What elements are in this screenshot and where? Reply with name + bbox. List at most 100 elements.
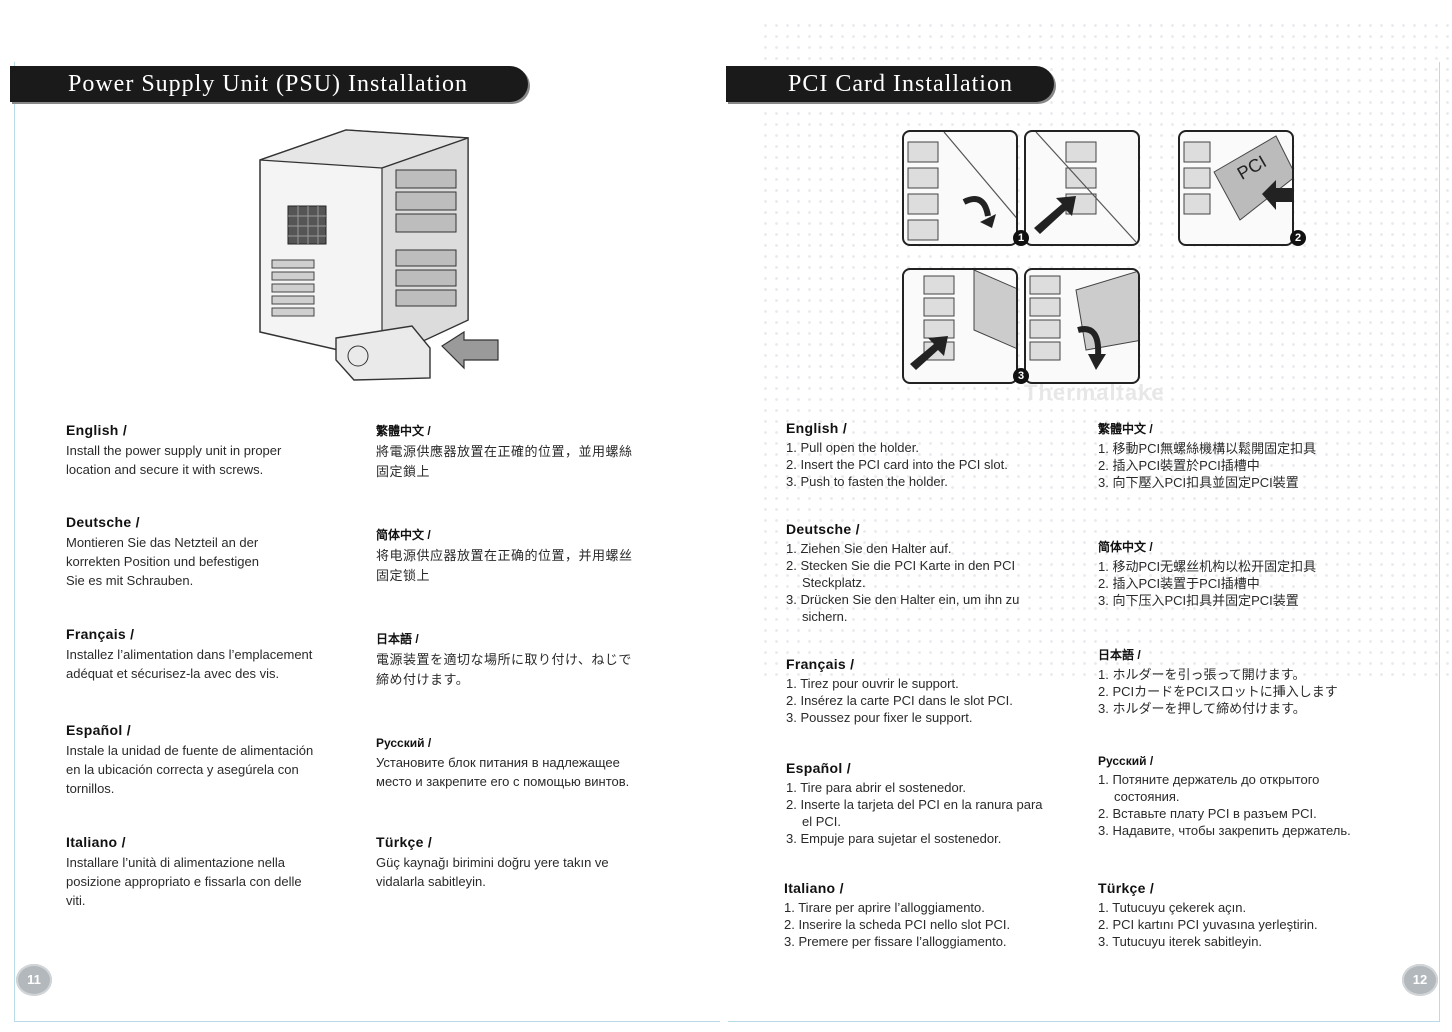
language-label: Deutsche / bbox=[786, 521, 860, 537]
step-line: 2. PCIカードをPCIスロットに挿入します bbox=[1098, 684, 1338, 699]
instruction-line: Sie es mit Schrauben. bbox=[66, 573, 194, 588]
instruction-line: Installare l’unità di alimentazione nell… bbox=[66, 855, 285, 870]
step-line: 3. 向下壓入PCI扣具並固定PCI裝置 bbox=[1098, 475, 1299, 490]
pci-deutsche-block: Deutsche / 1. Ziehen Sie den Halter auf.… bbox=[786, 521, 1056, 625]
instruction-line: location and secure it with screws. bbox=[66, 462, 264, 477]
language-label: 日本語 / bbox=[376, 632, 419, 646]
language-label: Español / bbox=[66, 722, 131, 738]
instruction-line: viti. bbox=[66, 893, 86, 908]
psu-japanese-block: 日本語 / 電源装置を適切な場所に取り付け、ねじで 締め付けます。 bbox=[376, 630, 676, 690]
instruction-line: en la ubicación correcta y asegúrela con bbox=[66, 762, 299, 777]
step-line: 2. Вставьте плату PCI в разъем PCI. bbox=[1098, 806, 1317, 821]
right-page-frame bbox=[728, 62, 1440, 1022]
psu-section-title: Power Supply Unit (PSU) Installation bbox=[10, 66, 528, 102]
instruction-line: Montieren Sie das Netzteil an der bbox=[66, 535, 259, 550]
thermaltake-watermark: Thermaltake bbox=[1024, 380, 1165, 405]
push-holder-illustration bbox=[910, 270, 1016, 370]
step-line: 2. 插入PCI裝置於PCI插槽中 bbox=[1098, 458, 1260, 473]
instruction-line: Instale la unidad de fuente de alimentac… bbox=[66, 743, 314, 758]
insert-card-illustration: PCI bbox=[1183, 135, 1292, 221]
psu-espanol-block: Español / Instale la unidad de fuente de… bbox=[66, 722, 366, 798]
instruction-line: Installez l’alimentation dans l’emplacem… bbox=[66, 647, 313, 662]
language-label: Türkçe / bbox=[1098, 880, 1155, 896]
pull-holder-illustration bbox=[907, 132, 1016, 241]
language-label: 日本語 / bbox=[1098, 648, 1141, 662]
language-label: Русский / bbox=[376, 736, 432, 750]
language-label: English / bbox=[66, 422, 128, 438]
pci-espanol-block: Español / 1. Tire para abrir el sostened… bbox=[786, 760, 1056, 847]
step-line: 2. Insert the PCI card into the PCI slot… bbox=[786, 457, 1008, 472]
language-label: Français / bbox=[786, 656, 855, 672]
psu-francais-block: Français / Installez l’alimentation dans… bbox=[66, 626, 366, 683]
fasten-holder-illustration bbox=[1029, 270, 1138, 370]
language-label: 简体中文 / bbox=[376, 528, 431, 542]
psu-installation-illustration bbox=[259, 129, 499, 381]
step-line: 1. Tutucuyu çekerek açın. bbox=[1098, 900, 1247, 915]
instruction-line: Güç kaynağı birimini doğru yere takın ve bbox=[376, 855, 609, 870]
step-badge-1: 1 bbox=[1013, 230, 1029, 246]
psu-italiano-block: Italiano / Installare l’unità di aliment… bbox=[66, 834, 366, 910]
step-line: 3. Надавите, чтобы закрепить держатель. bbox=[1098, 823, 1351, 838]
pci-russian-block: Русский / 1. Потяните держатель до откры… bbox=[1098, 754, 1388, 839]
step-line: 3. Empuje para sujetar el sostenedor. bbox=[786, 831, 1002, 846]
instruction-line: korrekten Position und befestigen bbox=[66, 554, 259, 569]
instruction-line: 固定鎖上 bbox=[376, 464, 431, 479]
step-line: 1. Tire para abrir el sostenedor. bbox=[786, 780, 966, 795]
instruction-line: место и закрепите его с помощью винтов. bbox=[376, 774, 630, 789]
step-line: 1. ホルダーを引っ張って開けます。 bbox=[1098, 667, 1306, 682]
step-line: 2. Insérez la carte PCI dans le slot PCI… bbox=[786, 693, 1013, 708]
language-label: Italiano / bbox=[784, 880, 844, 896]
open-holder-illustration bbox=[1034, 132, 1137, 243]
pci-step-1b-panel bbox=[1024, 130, 1140, 246]
instruction-line: tornillos. bbox=[66, 781, 115, 796]
language-label: Türkçe / bbox=[376, 834, 433, 850]
instruction-line: 締め付けます。 bbox=[376, 672, 470, 687]
instruction-line: posizione appropriato e fissarla con del… bbox=[66, 874, 302, 889]
language-label: 简体中文 / bbox=[1098, 540, 1153, 554]
language-label: Español / bbox=[786, 760, 851, 776]
page-number-left: 11 bbox=[16, 964, 52, 996]
pci-francais-block: Français / 1. Tirez pour ouvrir le suppo… bbox=[786, 656, 1076, 726]
pci-italiano-block: Italiano / 1. Tirare per aprire l’allogg… bbox=[784, 880, 1074, 950]
instruction-line: 固定锁上 bbox=[376, 568, 431, 583]
pci-turkish-block: Türkçe / 1. Tutucuyu çekerek açın. 2. PC… bbox=[1098, 880, 1388, 950]
language-label: Русский / bbox=[1098, 754, 1154, 768]
step-line: 1. 移动PCI无螺丝机构以松开固定扣具 bbox=[1098, 559, 1317, 574]
psu-simplified-chinese-block: 简体中文 / 将电源供应器放置在正确的位置，并用螺丝 固定锁上 bbox=[376, 526, 676, 586]
step-line: 1. Tirare per aprire l’alloggiamento. bbox=[784, 900, 985, 915]
step-badge-3: 3 bbox=[1013, 368, 1029, 384]
step-line: 1. Потяните держатель до открытого состо… bbox=[1098, 772, 1320, 804]
instruction-line: 電源装置を適切な場所に取り付け、ねじで bbox=[376, 652, 632, 667]
step-line: 2. Inserte la tarjeta del PCI en la ranu… bbox=[786, 797, 1043, 829]
psu-turkish-block: Türkçe / Güç kaynağı birimini doğru yere… bbox=[376, 834, 676, 891]
pci-step-2-panel: PCI bbox=[1178, 130, 1294, 246]
step-line: 3. Poussez pour fixer le support. bbox=[786, 710, 973, 725]
step-line: 2. PCI kartını PCI yuvasına yerleştirin. bbox=[1098, 917, 1318, 932]
instruction-line: 將電源供應器放置在正確的位置，並用螺絲 bbox=[376, 444, 633, 459]
language-label: Italiano / bbox=[66, 834, 126, 850]
step-line: 1. 移動PCI無螺絲機構以鬆開固定扣具 bbox=[1098, 441, 1317, 456]
step-line: 2. Stecken Sie die PCI Karte in den PCI … bbox=[786, 558, 1016, 590]
psu-traditional-chinese-block: 繁體中文 / 將電源供應器放置在正確的位置，並用螺絲 固定鎖上 bbox=[376, 422, 676, 482]
language-label: Français / bbox=[66, 626, 135, 642]
pci-english-block: English / 1. Pull open the holder. 2. In… bbox=[786, 420, 1076, 490]
step-line: 3. Drücken Sie den Halter ein, um ihn zu… bbox=[786, 592, 1020, 624]
step-line: 1. Tirez pour ouvrir le support. bbox=[786, 676, 959, 691]
language-label: 繁體中文 / bbox=[376, 424, 431, 438]
pci-traditional-chinese-block: 繁體中文 / 1. 移動PCI無螺絲機構以鬆開固定扣具 2. 插入PCI裝置於P… bbox=[1098, 420, 1388, 491]
language-label: 繁體中文 / bbox=[1098, 422, 1153, 436]
step-line: 3. Tutucuyu iterek sabitleyin. bbox=[1098, 934, 1263, 949]
left-page-frame bbox=[14, 62, 720, 1022]
step-line: 1. Ziehen Sie den Halter auf. bbox=[786, 541, 952, 556]
step-line: 1. Pull open the holder. bbox=[786, 440, 919, 455]
step-line: 3. Premere per fissare l’alloggiamento. bbox=[784, 934, 1007, 949]
instruction-line: adéquat et sécurisez-la avec des vis. bbox=[66, 666, 280, 681]
psu-deutsche-block: Deutsche / Montieren Sie das Netzteil an… bbox=[66, 514, 356, 590]
instruction-line: Установите блок питания в надлежащее bbox=[376, 755, 620, 770]
step-line: 3. Push to fasten the holder. bbox=[786, 474, 948, 489]
pci-step-1a-panel bbox=[902, 130, 1018, 246]
instruction-line: Install the power supply unit in proper bbox=[66, 443, 282, 458]
instruction-line: 将电源供应器放置在正确的位置，并用螺丝 bbox=[376, 548, 633, 563]
pci-japanese-block: 日本語 / 1. ホルダーを引っ張って開けます。 2. PCIカードをPCIスロ… bbox=[1098, 646, 1388, 717]
language-label: Deutsche / bbox=[66, 514, 140, 530]
